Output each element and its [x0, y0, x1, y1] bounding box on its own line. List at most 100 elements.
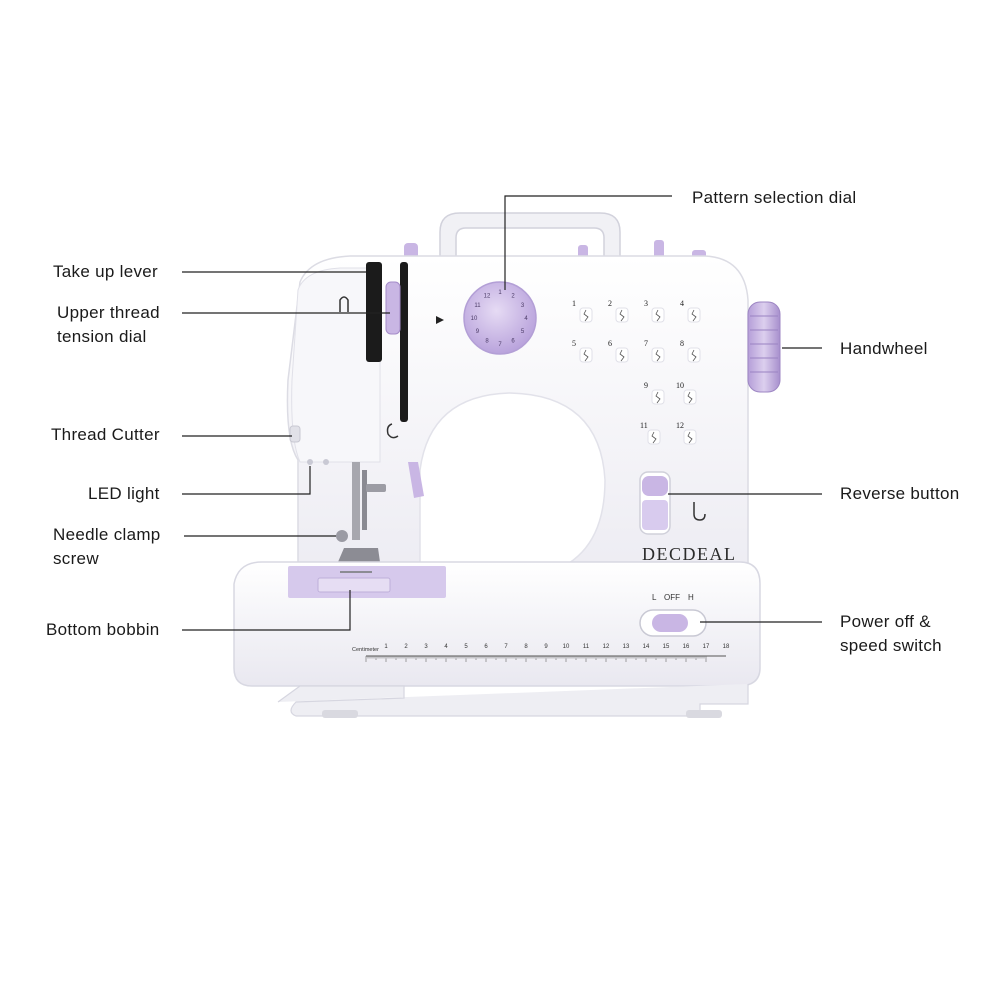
pattern-dial-number: 7 — [498, 342, 502, 348]
stitch-button — [651, 347, 665, 363]
ruler-tick-label: 5 — [464, 644, 468, 650]
stitch-button — [615, 307, 629, 323]
stitch-pattern-icon — [619, 309, 625, 322]
pattern-selection-dial[interactable] — [463, 281, 537, 355]
threading-path-icon — [386, 423, 399, 439]
stitch-button — [651, 389, 665, 405]
stitch-pattern-icon — [655, 309, 661, 322]
reverse-button-base — [642, 500, 668, 530]
stitch-number: 1 — [572, 299, 576, 308]
led-light-2 — [323, 459, 329, 465]
arrow-right-icon — [436, 316, 444, 324]
stitch-number: 2 — [608, 299, 612, 308]
ruler-tick-label: 10 — [563, 644, 570, 650]
pattern-dial-number: 5 — [521, 329, 525, 335]
thread-path-slot — [400, 262, 408, 422]
needle-clamp-screw[interactable] — [336, 530, 348, 542]
ruler-tick-label: 11 — [583, 644, 590, 650]
callout-pattern-selection-dial: Pattern selection dial — [692, 188, 857, 207]
ruler-tick-label: 8 — [524, 644, 528, 650]
callout-needle-clamp-screw: Needle clamp screw — [53, 525, 161, 568]
pattern-dial-number: 1 — [498, 290, 502, 296]
foot-left — [322, 710, 358, 718]
foot-right — [686, 710, 722, 718]
stitch-number: 3 — [644, 299, 648, 308]
pattern-dial-number: 11 — [474, 303, 481, 309]
stitch-number: 7 — [644, 339, 648, 348]
pattern-dial-number: 12 — [484, 293, 491, 299]
stitch-button — [651, 307, 665, 323]
stitch-button — [615, 347, 629, 363]
stitch-number: 10 — [676, 381, 684, 390]
ruler-tick-label: 4 — [444, 644, 448, 650]
ruler-tick-label: 2 — [404, 644, 408, 650]
ruler-tick-label: 6 — [484, 644, 488, 650]
upper-tension-dial[interactable] — [385, 281, 401, 335]
bobbin-cover[interactable] — [317, 577, 391, 593]
stitch-pattern-icon — [687, 431, 693, 444]
thread-cutter[interactable] — [289, 425, 301, 443]
head-front-panel — [291, 267, 381, 463]
pattern-dial-number: 10 — [471, 316, 478, 322]
ruler-tick-label: 1 — [384, 644, 388, 650]
handwheel-grip — [750, 315, 778, 373]
ruler-tick-label: 9 — [544, 644, 548, 650]
ruler-tick-label: 14 — [643, 644, 650, 650]
stitch-button — [687, 307, 701, 323]
stitch-pattern-icon — [583, 309, 589, 322]
stitch-pattern-icon — [687, 391, 693, 404]
stitch-number: 8 — [680, 339, 684, 348]
pattern-dial-number: 8 — [485, 339, 489, 345]
stitch-pattern-icon — [651, 431, 657, 444]
stitch-button — [687, 347, 701, 363]
thread-guide-icon — [339, 296, 349, 312]
pattern-dial-number: 4 — [524, 316, 528, 322]
handwheel[interactable] — [747, 301, 781, 393]
stitch-number: 6 — [608, 339, 612, 348]
callout-power-speed-switch: Power off & speed switch — [840, 612, 942, 655]
stitch-pattern-icon — [583, 349, 589, 362]
ruler-tick-label: 17 — [703, 644, 710, 650]
callout-bottom-bobbin: Bottom bobbin — [46, 620, 160, 639]
ruler-tick-label: 18 — [723, 644, 730, 650]
stitch-pattern-icon — [655, 391, 661, 404]
switch-label-low: L — [652, 593, 657, 602]
pattern-dial-number: 2 — [511, 293, 515, 299]
spool-pin — [404, 243, 418, 259]
stitch-number: 4 — [680, 299, 684, 308]
stitch-number: 9 — [644, 381, 648, 390]
carry-handle[interactable] — [439, 212, 621, 263]
bobbin-winder — [654, 240, 664, 260]
stitch-button — [683, 389, 697, 405]
stitch-pattern-icon — [655, 349, 661, 362]
ruler-label: Centimeter — [352, 647, 379, 653]
ruler-tick-label: 12 — [603, 644, 610, 650]
needle-bar — [352, 462, 360, 540]
pattern-dial-number: 6 — [511, 339, 515, 345]
switch-label-high: H — [688, 593, 694, 602]
presser-foot-lever[interactable] — [408, 462, 424, 498]
ruler-tick-label: 16 — [683, 644, 690, 650]
stitch-number: 11 — [640, 421, 648, 430]
reverse-button-cap — [642, 476, 668, 496]
needle-holder — [366, 484, 386, 492]
callout-handwheel: Handwheel — [840, 339, 928, 358]
presser-bar — [362, 470, 367, 530]
presser-foot — [338, 548, 380, 562]
switch-label-off: OFF — [664, 593, 680, 602]
power-switch-knob — [652, 614, 688, 632]
stitch-number: 12 — [676, 421, 684, 430]
ruler-tick-label: 3 — [424, 644, 428, 650]
stitch-button — [579, 347, 593, 363]
stitch-button — [579, 307, 593, 323]
pattern-dial-number: 9 — [476, 329, 480, 335]
pattern-dial-number: 3 — [521, 303, 525, 309]
stitch-pattern-icon — [619, 349, 625, 362]
callout-upper-thread-tension-dial: Upper thread tension dial — [57, 303, 160, 346]
callout-reverse-button: Reverse button — [840, 484, 960, 503]
callout-thread-cutter: Thread Cutter — [51, 425, 160, 444]
